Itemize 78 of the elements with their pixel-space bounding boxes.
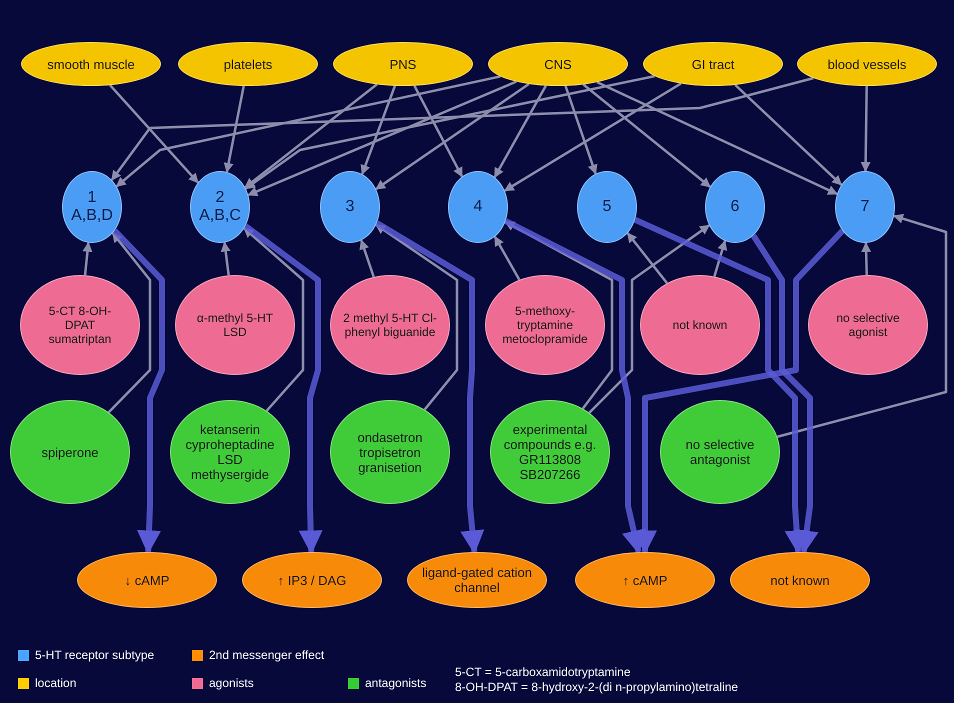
arrow xyxy=(750,234,819,554)
arrow xyxy=(734,84,842,186)
agonist-label: 5-methoxy-tryptamine metoclopramide xyxy=(501,304,589,346)
messenger-label: ↑ IP3 / DAG xyxy=(278,572,346,588)
receptor-ellipse xyxy=(320,171,380,243)
arrow xyxy=(582,84,711,188)
arrow xyxy=(588,224,710,414)
receptor-label: 4 xyxy=(474,198,482,216)
arrow xyxy=(860,86,871,172)
receptor-label: 2 xyxy=(216,189,224,207)
legend-label: antagonists xyxy=(365,676,426,690)
antagonist-label: no selective antagonist xyxy=(684,437,756,467)
legend-label: 2nd messenger effect xyxy=(209,648,324,662)
receptor-ellipse xyxy=(448,171,508,243)
agonist-label: 2 methyl 5-HT Cl-phenyl biguanide xyxy=(342,311,438,339)
arrow xyxy=(244,224,323,554)
arrow xyxy=(244,74,655,190)
receptor-label: 1 xyxy=(88,189,96,207)
antagonist-label: experimental compounds e.g. GR113808 SB207266 xyxy=(502,422,598,482)
legend-label: 5-HT receptor subtype xyxy=(35,648,154,662)
arrow xyxy=(244,83,378,188)
arrow xyxy=(413,85,464,178)
arrow xyxy=(375,82,530,190)
receptor-ellipse xyxy=(62,171,122,243)
messenger-label: ↓ cAMP xyxy=(124,572,170,588)
arrow xyxy=(633,228,845,554)
agonist-label: 5-CT 8-OH-DPAT sumatriptan xyxy=(48,304,112,346)
messenger-label: ligand-gated cation channel xyxy=(421,565,533,595)
arrow xyxy=(564,85,598,175)
arrow xyxy=(110,76,814,181)
location-label: PNS xyxy=(390,56,416,72)
legend-label: agonists xyxy=(209,676,254,690)
arrow xyxy=(247,80,517,196)
arrow xyxy=(82,242,92,276)
receptor-label: A,B,D xyxy=(71,207,113,225)
arrow xyxy=(375,220,484,554)
receptor-ellipse xyxy=(577,171,637,243)
location-label: CNS xyxy=(544,56,572,72)
location-label: platelets xyxy=(224,56,272,72)
receptor-label: A,B,C xyxy=(199,207,241,225)
arrow xyxy=(243,227,304,412)
agonist-label: α-methyl 5-HT LSD xyxy=(196,311,274,339)
arrow xyxy=(359,239,375,278)
arrow xyxy=(116,75,501,188)
location-label: GI tract xyxy=(692,56,734,72)
receptor-ellipse xyxy=(190,171,250,243)
arrow xyxy=(360,85,396,176)
receptor-label: 7 xyxy=(860,198,870,216)
arrow xyxy=(108,232,152,414)
arrow xyxy=(494,236,520,280)
arrow xyxy=(504,220,614,410)
location-label: smooth muscle xyxy=(47,56,135,72)
arrow xyxy=(375,224,458,410)
arrow xyxy=(224,86,245,173)
arrow xyxy=(777,214,948,438)
legend-label: location xyxy=(35,676,76,690)
arrow xyxy=(861,242,872,276)
agonist-label: not known xyxy=(672,318,728,332)
arrow xyxy=(109,84,199,184)
arrow xyxy=(504,82,682,192)
footnote: 8-OH-DPAT = 8-hydroxy-2-(di n-propylamino)tetraline xyxy=(455,680,738,694)
agonist-label: no selective agonist xyxy=(835,311,901,339)
receptor-label: 5 xyxy=(602,198,612,216)
receptor-label: 3 xyxy=(346,198,354,216)
arrow xyxy=(713,240,728,277)
arrow xyxy=(596,81,838,196)
footnote: 5-CT = 5-carboxamidotryptamine xyxy=(455,665,631,679)
arrow xyxy=(220,242,231,276)
messenger-label: not known xyxy=(770,572,830,588)
antagonist-label: ketanserin cyproheptadine LSD methysergide xyxy=(184,422,276,482)
arrow xyxy=(494,85,547,178)
antagonist-label: spiperone xyxy=(41,444,99,460)
location-label: blood vessels xyxy=(828,56,906,72)
messenger-label: ↑ cAMP xyxy=(622,572,668,588)
arrow xyxy=(112,228,165,554)
arrow xyxy=(626,232,668,284)
receptor-label: 6 xyxy=(730,198,740,216)
antagonist-label: ondasetron tropisetron granisetion xyxy=(356,430,424,474)
